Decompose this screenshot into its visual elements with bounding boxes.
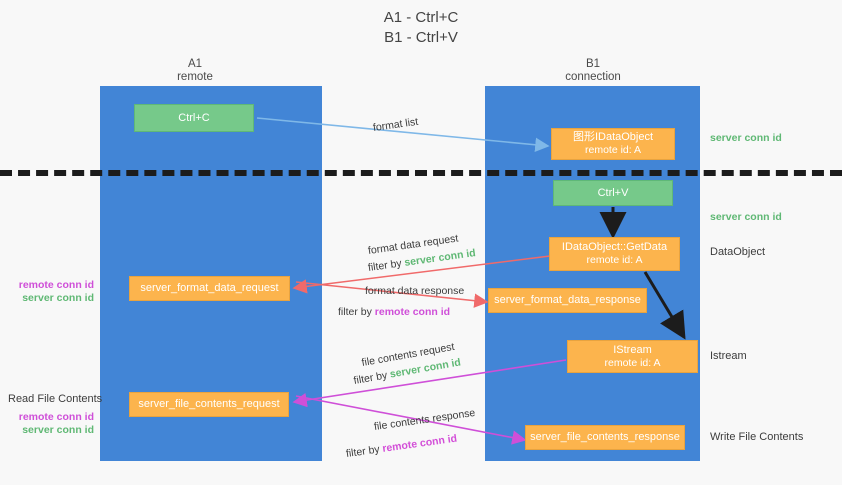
left-label-group-1: remote conn id server conn id (8, 279, 94, 305)
box-server-file-contents-response-label: server_file_contents_response (530, 431, 680, 443)
edge-label-format-data-response-filter: filter by remote conn id (338, 306, 450, 319)
box-idataobject-line2: remote id: A (584, 144, 642, 156)
left-label-server-conn-id-2: server conn id (22, 424, 94, 436)
page-title: A1 - Ctrl+C B1 - Ctrl+V (0, 8, 842, 48)
box-server-format-data-response[interactable]: server_format_data_response (488, 288, 647, 313)
lane-b1-sub: connection (565, 71, 621, 83)
title-line-1: A1 - Ctrl+C (383, 9, 459, 26)
box-getdata-line2: remote id: A (586, 254, 643, 266)
left-label-remote-conn-id-1: remote conn id (18, 279, 94, 291)
box-server-file-contents-request-label: server_file_contents_request (138, 398, 280, 410)
right-label-istream: Istream (710, 350, 747, 362)
lane-header-b1: B1 connection (528, 58, 658, 84)
right-label-write-file-contents: Write File Contents (710, 431, 804, 443)
box-idataobject[interactable]: 图形IDataObject remote id: A (551, 128, 675, 160)
filter-prefix-2: filter by (338, 306, 375, 318)
box-istream-line1: IStream (613, 343, 652, 356)
filter-prefix-1: filter by (367, 257, 406, 275)
box-idataobject-getdata[interactable]: IDataObject::GetData remote id: A (549, 237, 680, 271)
edge-label-format-data-response: format data response (365, 285, 465, 297)
lane-a1-sub: remote (177, 71, 213, 83)
lane-header-a1: A1 remote (130, 58, 260, 84)
box-server-format-data-request-label: server_format_data_request (140, 282, 279, 294)
left-label-group-2: remote conn id server conn id (8, 411, 94, 437)
lane-a1-name: A1 (187, 58, 203, 70)
filter-prefix-3: filter by (352, 368, 392, 388)
phase-divider (0, 170, 842, 176)
right-label-data-object: DataObject (710, 246, 766, 258)
edge-label-file-contents-response-filter: filter by remote conn id (345, 433, 458, 461)
filter-prefix-4: filter by (345, 443, 384, 461)
box-getdata-line1: IDataObject::GetData (561, 241, 668, 253)
filter-key-remote-conn-id-2: remote conn id (381, 432, 458, 455)
title-line-2: B1 - Ctrl+V (384, 29, 458, 46)
right-label-server-conn-id-2: server conn id (710, 211, 782, 223)
left-label-read-file-contents: Read File Contents (8, 393, 103, 405)
edge-label-file-contents-response: file contents response (373, 406, 477, 434)
box-ctrl-v-label: Ctrl+V (597, 186, 629, 199)
left-label-server-conn-id-1: server conn id (22, 292, 94, 304)
box-istream-line2: remote id: A (604, 356, 661, 369)
box-idataobject-line1: 图形IDataObject (572, 131, 654, 143)
left-label-remote-conn-id-2: remote conn id (18, 411, 94, 423)
edge-label-format-list: format list (372, 115, 419, 135)
box-server-file-contents-request[interactable]: server_file_contents_request (129, 392, 289, 417)
box-ctrl-v[interactable]: Ctrl+V (553, 180, 673, 206)
box-ctrl-c-label: Ctrl+C (178, 111, 210, 124)
box-server-format-data-response-label: server_format_data_response (494, 294, 641, 306)
filter-key-remote-conn-id-1: remote conn id (374, 306, 451, 318)
box-server-format-data-request[interactable]: server_format_data_request (129, 276, 290, 301)
box-ctrl-c[interactable]: Ctrl+C (134, 104, 254, 132)
box-istream[interactable]: IStream remote id: A (567, 340, 698, 373)
box-server-file-contents-response[interactable]: server_file_contents_response (525, 425, 685, 450)
right-label-server-conn-id-1: server conn id (710, 132, 782, 144)
lane-b1-name: B1 (585, 58, 601, 70)
